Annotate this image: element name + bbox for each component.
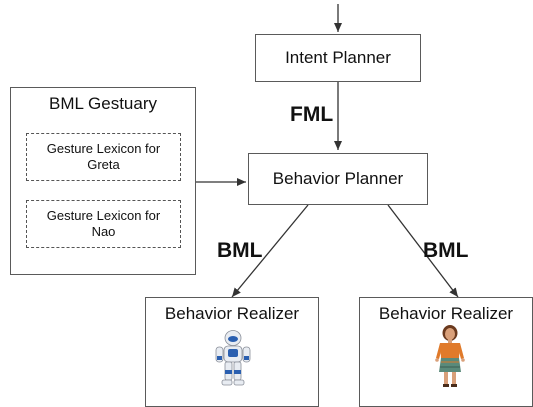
- greta-avatar-icon: [435, 325, 465, 387]
- behavior-realizer-left-label: Behavior Realizer: [164, 304, 300, 323]
- behavior-planner-label: Behavior Planner: [272, 169, 404, 189]
- bml-right-edge-label: BML: [423, 239, 469, 262]
- nao-robot-icon: [215, 330, 251, 386]
- behavior-realizer-right-label: Behavior Realizer: [378, 304, 514, 323]
- bml-left-edge-label: BML: [217, 239, 263, 262]
- lexicon-nao-label: Gesture Lexicon for Nao: [46, 208, 161, 239]
- bml-right-arrow: [387, 204, 459, 298]
- behavior-realizer-right-box: Behavior Realizer: [359, 297, 533, 407]
- intent-planner-box: Intent Planner: [255, 34, 421, 82]
- connector-layer: [196, 4, 459, 298]
- intent-planner-label: Intent Planner: [285, 48, 391, 68]
- bml-left-arrow: [231, 204, 309, 298]
- fml-edge-label: FML: [290, 103, 334, 126]
- bml-gestuary-title: BML Gestuary: [48, 94, 158, 113]
- lexicon-greta-box: Gesture Lexicon for Greta: [26, 133, 181, 181]
- architecture-diagram: Intent Planner FML BML Gestuary Gesture …: [10, 4, 533, 407]
- bml-gestuary-box: BML Gestuary Gesture Lexicon for Greta G…: [10, 87, 196, 275]
- lexicon-nao-box: Gesture Lexicon for Nao: [26, 200, 181, 248]
- behavior-planner-box: Behavior Planner: [248, 153, 428, 205]
- behavior-realizer-left-box: Behavior Realizer: [145, 297, 319, 407]
- lexicon-greta-label: Gesture Lexicon for Greta: [46, 141, 161, 172]
